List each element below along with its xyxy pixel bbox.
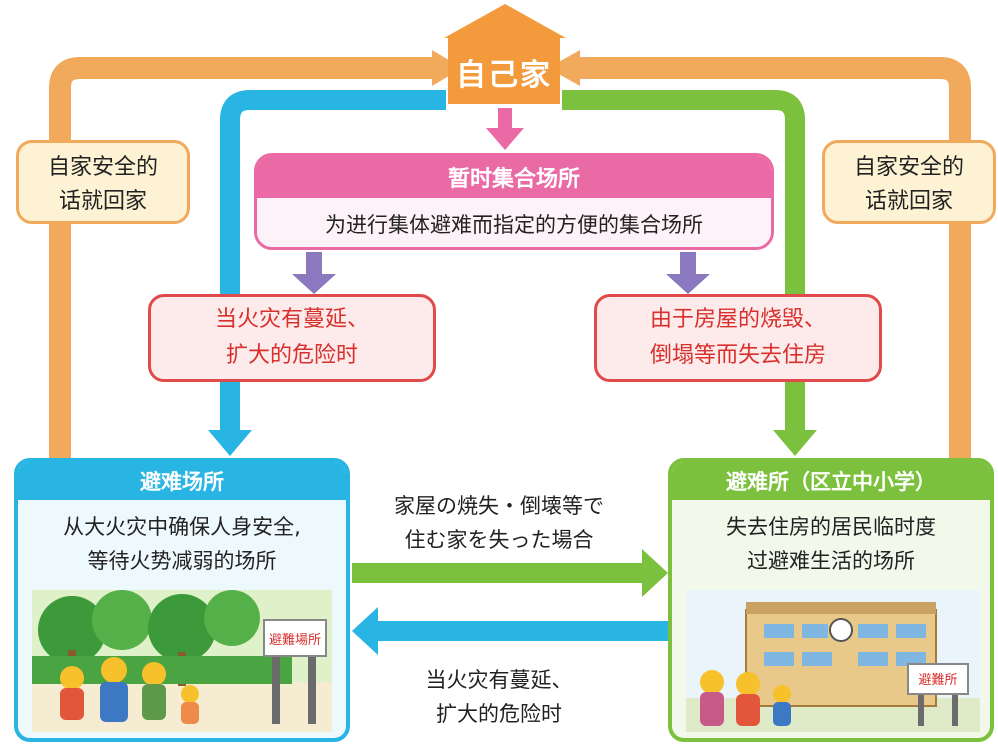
evacuation-area-line2: 等待火势减弱的场所 (87, 549, 277, 573)
return-note-right-line2: 话就回家 (864, 189, 953, 214)
purple-arrowhead-right (666, 274, 710, 294)
arrow-to-center-line2: 住む家を失った場合 (404, 528, 594, 552)
return-note-left-line1: 自家安全的 (47, 155, 158, 180)
orange-arrowhead-right (548, 50, 580, 86)
park-illustration: 避難場所 (32, 590, 332, 732)
arrow-to-area-caption: 当火灾有蔓延、 扩大的危险时 (356, 662, 642, 732)
evacuation-center-panel: 避难所（区立中小学） 失去住房的居民临时度 过避难生活的场所 避難所 (668, 458, 994, 742)
evacuation-area-sign-text: 避難場所 (269, 633, 321, 648)
evacuation-center-line2: 过避难生活的场所 (747, 549, 915, 573)
evacuation-center-title: 避难所（区立中小学） (672, 462, 990, 500)
school-illustration: 避難所 (686, 590, 980, 732)
evacuation-area-panel: 避难场所 从大火灾中确保人身安全, 等待火势减弱的场所 避難場所 (14, 458, 350, 742)
pink-arrowhead (486, 128, 524, 150)
condition-fire-spread-box: 当火灾有蔓延、 扩大的危险时 (148, 294, 436, 382)
evacuation-center-description: 失去住房的居民临时度 过避难生活的场所 (672, 500, 990, 578)
evacuation-area-line1: 从大火灾中确保人身安全, (63, 515, 301, 539)
condition-right-line1: 由于房屋的烧毁、 (649, 307, 826, 332)
return-note-right-line1: 自家安全的 (853, 155, 964, 180)
green-horizontal-arrowhead (642, 549, 668, 597)
evacuation-area-title: 避难场所 (18, 462, 346, 500)
return-note-left: 自家安全的 话就回家 (16, 140, 190, 224)
assembly-title: 暂时集合场所 (257, 156, 771, 198)
return-note-left-line2: 话就回家 (58, 189, 147, 214)
condition-right-line2: 倒塌等而失去住房 (649, 343, 826, 368)
arrow-to-area-line2: 扩大的危险时 (436, 702, 562, 726)
home-house-shape (444, 4, 566, 104)
arrow-to-area-line1: 当火灾有蔓延、 (425, 668, 573, 692)
arrow-to-center-caption: 家屋の焼失・倒壊等で 住む家を失った場合 (356, 488, 642, 558)
home-label: 自己家 (456, 58, 552, 93)
condition-left-line2: 扩大的危险时 (225, 343, 358, 368)
arrow-to-center-line1: 家屋の焼失・倒壊等で (394, 494, 604, 518)
green-arrowhead (773, 430, 817, 456)
purple-arrowhead-left (292, 274, 336, 294)
orange-arrowhead-left (432, 50, 462, 86)
assembly-description: 为进行集体避难而指定的方便的集合场所 (257, 198, 771, 247)
green-path (562, 90, 805, 432)
evacuation-center-sign-text: 避難所 (918, 673, 957, 688)
evacuation-center-line1: 失去住房的居民临时度 (726, 515, 936, 539)
return-note-right: 自家安全的 话就回家 (822, 140, 996, 224)
evacuation-area-description: 从大火灾中确保人身安全, 等待火势减弱的场所 (18, 500, 346, 578)
temporary-assembly-box: 暂时集合场所 为进行集体避难而指定的方便的集合场所 (254, 153, 774, 250)
condition-house-lost-box: 由于房屋的烧毁、 倒塌等而失去住房 (594, 294, 882, 382)
blue-arrowhead (208, 430, 252, 456)
blue-horizontal-arrowhead (352, 607, 378, 655)
orange-return-path-left (49, 57, 444, 462)
blue-path (220, 90, 446, 432)
orange-return-path-right (568, 57, 971, 462)
condition-left-line1: 当火灾有蔓延、 (214, 307, 369, 332)
